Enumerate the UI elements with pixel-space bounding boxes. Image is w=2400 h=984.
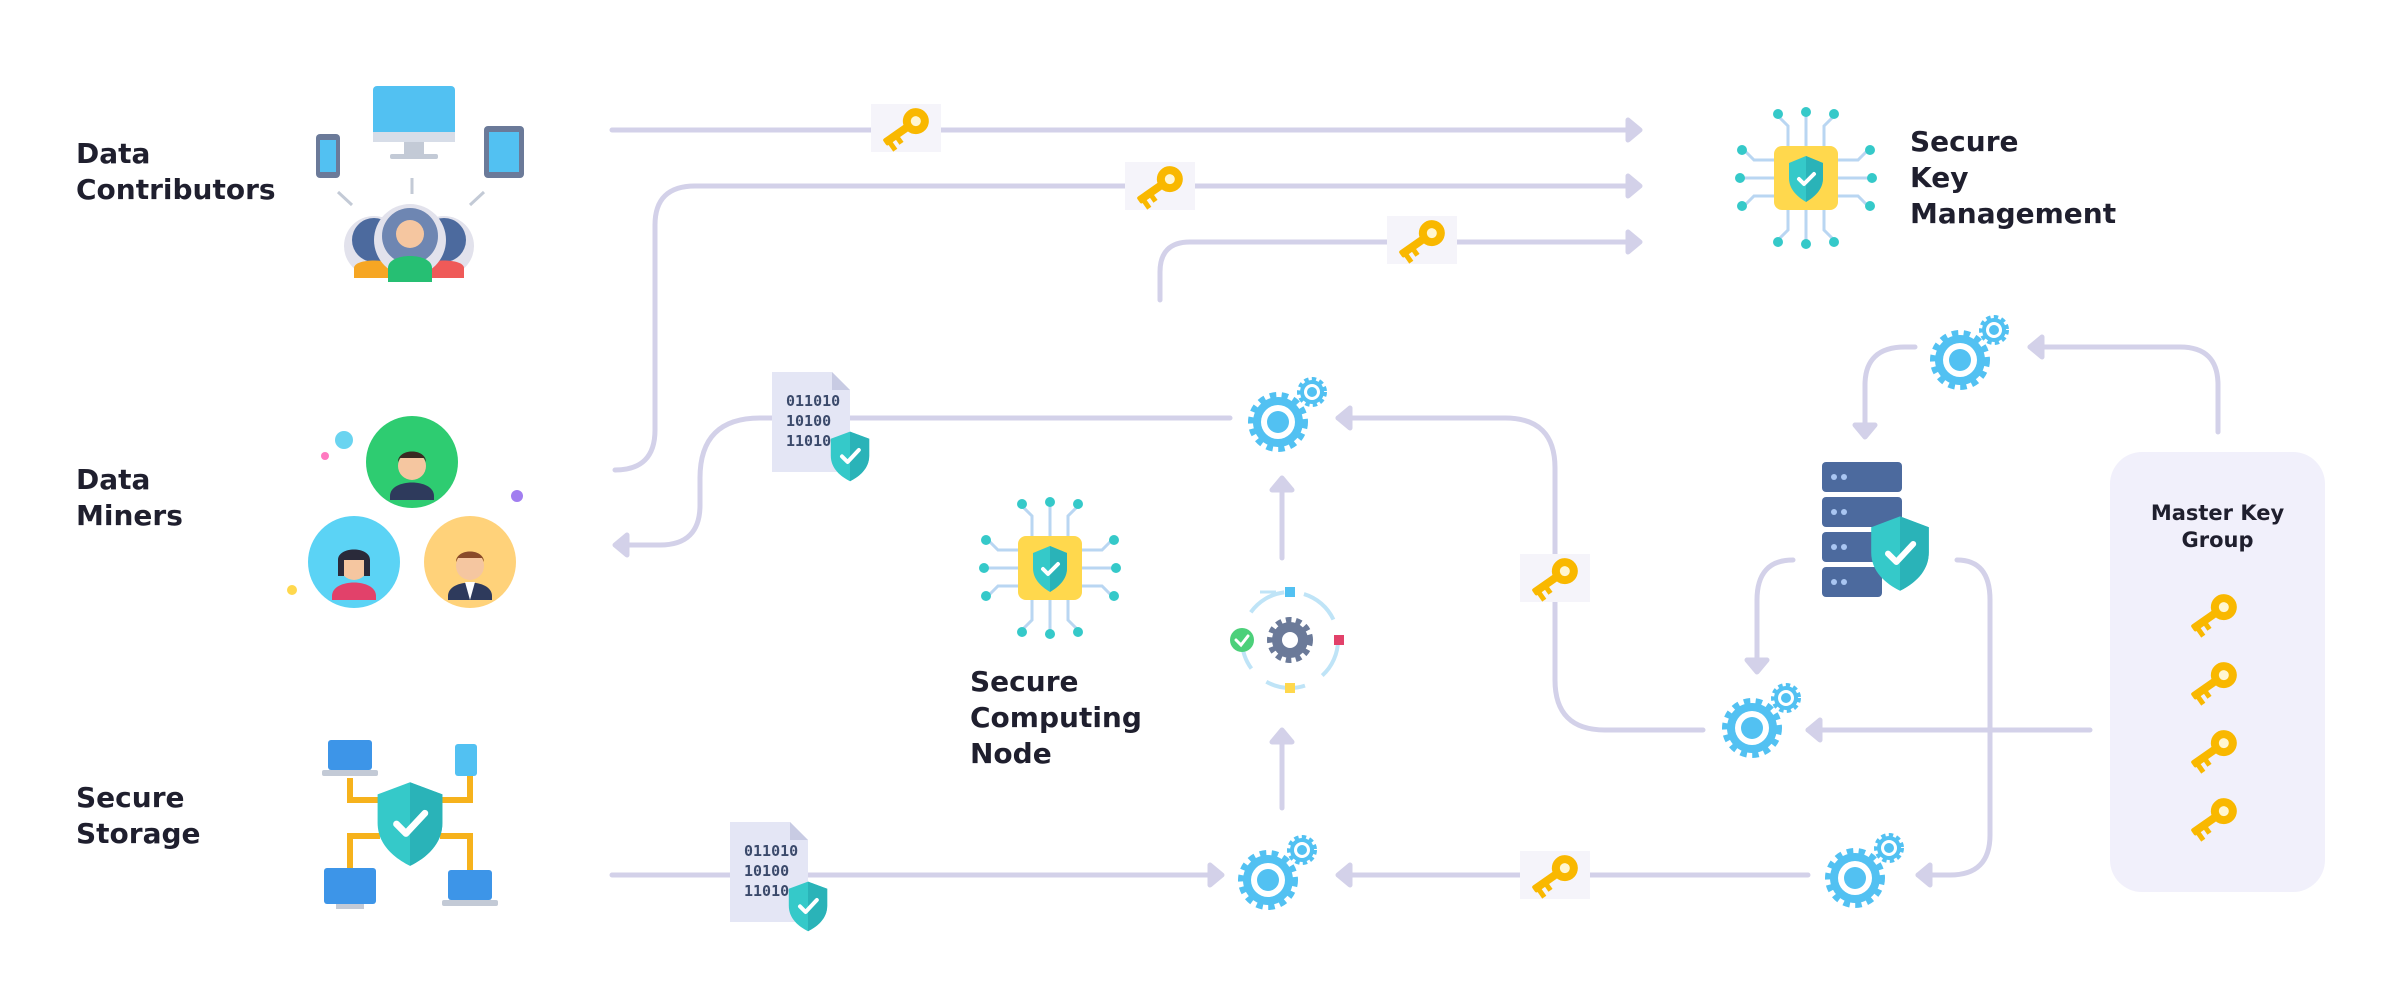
- binary-line-3: 11010: [786, 432, 831, 450]
- secure-server-icon: [1822, 462, 1929, 597]
- gear-icon-compute-bottom: [1243, 838, 1314, 905]
- gear-icon-compute-top: [1253, 380, 1324, 447]
- label-secure-computing-node: Secure Computing Node: [970, 665, 1142, 770]
- arrow-top-gear-to-server: [1862, 344, 1918, 428]
- data-miners-icon: [287, 416, 523, 608]
- secure-chip-icon-key-mgmt: [1733, 105, 1879, 251]
- binary-document-icon-bottom: 011010 10100 11010: [730, 822, 827, 931]
- secure-chip-icon-node: [977, 495, 1123, 641]
- binary-line-2: 10100: [744, 862, 789, 880]
- label-master-key-group: Master Key Group: [2150, 501, 2285, 552]
- binary-document-icon-top: 011010 10100 11010: [772, 372, 869, 481]
- label-data-contributors: Data Contributors: [76, 137, 276, 206]
- master-key-group-panel: [2110, 452, 2325, 892]
- key-icon-3: [1387, 215, 1457, 266]
- gear-icon-master-top: [1935, 318, 2006, 385]
- key-icon-1: [871, 103, 941, 154]
- arrow-heads: [612, 117, 2045, 888]
- arrow-gear-to-miners: [614, 415, 1233, 548]
- label-secure-key-management: Secure Key Management: [1910, 125, 2117, 230]
- secure-storage-icon: [322, 740, 498, 909]
- key-icon-5: [1520, 850, 1590, 901]
- arrow-panel-to-top-gear: [2027, 344, 2221, 435]
- gear-icon-server-bottom: [1830, 836, 1901, 903]
- arrow-server-to-bottom-gear: [1915, 557, 1993, 878]
- key-icon-2: [1125, 161, 1195, 212]
- binary-line-3: 11010: [744, 882, 789, 900]
- gear-icon-server-left: [1727, 686, 1798, 753]
- binary-line-1: 011010: [786, 392, 840, 410]
- label-secure-storage: Secure Storage: [76, 781, 201, 850]
- arrow-server-to-gear: [1754, 557, 1796, 663]
- process-cycle-icon: [1230, 587, 1344, 693]
- key-icon-4: [1520, 553, 1590, 604]
- data-contributors-icon: [316, 86, 524, 282]
- binary-line-1: 011010: [744, 842, 798, 860]
- arrow-miners-to-key-mgmt: [612, 183, 1631, 473]
- binary-line-2: 10100: [786, 412, 831, 430]
- arrow-node-to-key-mgmt: [1157, 239, 1631, 303]
- label-data-miners: Data Miners: [76, 463, 183, 532]
